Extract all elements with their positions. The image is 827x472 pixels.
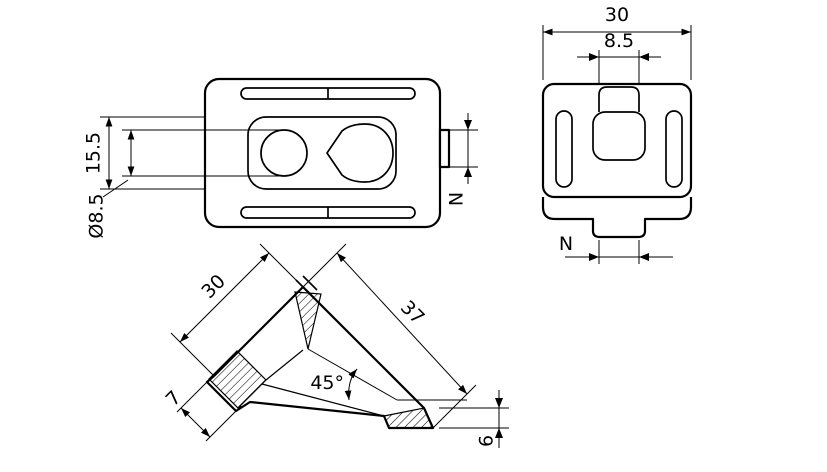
section-hatch-right-foot [383, 407, 434, 429]
side-dim-width: 30 [542, 4, 692, 80]
plan-dim-hole: Ø8.5 [86, 129, 283, 239]
side-dim-tab-width: 8.5 [577, 30, 661, 84]
side-left-slot [555, 110, 573, 188]
dim-label-side-tab: N [559, 233, 573, 255]
side-body-outline [541, 82, 693, 199]
section-dim-foot-height: 6 [439, 390, 509, 448]
plan-dim-tab: N [446, 113, 478, 206]
plan-side-tab [438, 128, 451, 169]
section-inner-edge-left [265, 349, 304, 381]
dim-label-section-leg-a: 30 [197, 270, 230, 303]
plan-round-hole [260, 129, 308, 177]
side-top-tab [598, 86, 640, 112]
plan-view: 15.5 Ø8.5 N [83, 77, 478, 239]
dim-label-plan-hole: Ø8.5 [86, 193, 108, 238]
dim-label-side-width: 30 [605, 4, 629, 26]
side-dim-tab: N [559, 233, 673, 264]
dim-label-section-angle: 45° [310, 372, 344, 394]
dim-label-side-tab-width: 8.5 [604, 30, 634, 52]
section-hatch-left-foot [208, 350, 267, 409]
side-view: 30 8.5 N [541, 4, 693, 264]
side-bottom-flange [541, 197, 693, 239]
dim-label-section-foot-height: 6 [476, 435, 498, 447]
section-dim-angle: 45° [310, 368, 467, 401]
plan-center-boss [247, 116, 397, 190]
side-right-slot [665, 110, 683, 188]
dim-label-plan-height: 15.5 [83, 132, 105, 174]
side-center-hole [592, 111, 646, 161]
plan-body-outline [203, 77, 442, 229]
section-apex-slot-line-2 [302, 275, 318, 291]
section-view: 30 37 45° 7 6 [162, 243, 509, 448]
section-inner-edge-bottom [261, 383, 385, 417]
dim-label-section-leg-b: 37 [396, 296, 429, 329]
dim-label-plan-tab: N [446, 192, 468, 206]
plan-keyhole-slot [326, 123, 394, 183]
